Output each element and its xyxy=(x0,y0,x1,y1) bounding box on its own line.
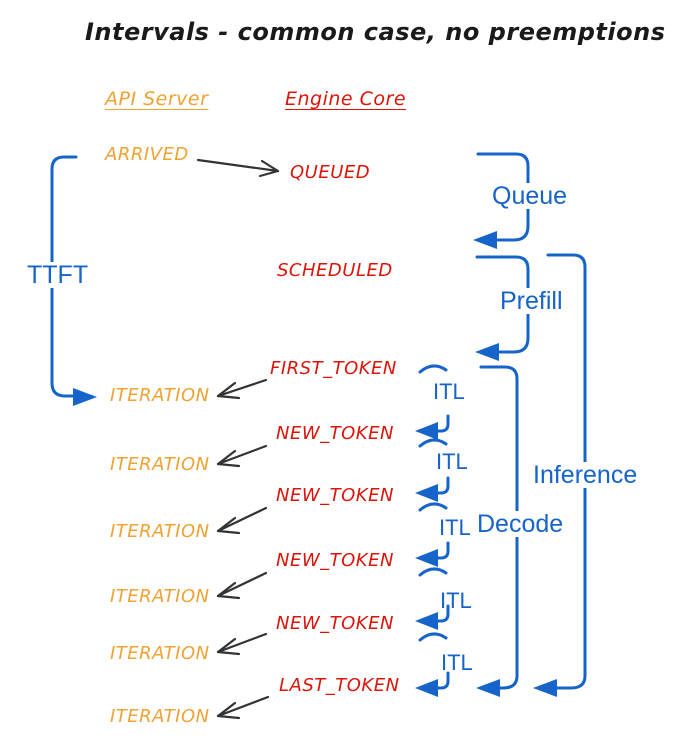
arrow-last-token-to-iteration xyxy=(216,695,270,720)
interval-label-ttft: TTFT xyxy=(24,262,92,288)
event-queued: QUEUED xyxy=(290,162,371,183)
itl-connector-1 xyxy=(415,364,450,440)
event-scheduled: SCHEDULED xyxy=(277,260,393,281)
interval-label-itl-1: ITL xyxy=(433,379,465,404)
interval-label-itl-4: ITL xyxy=(440,588,472,613)
event-new-token-2: NEW_TOKEN xyxy=(276,485,394,506)
interval-label-itl-2: ITL xyxy=(436,449,468,474)
arrow-new-token3-to-iteration xyxy=(216,571,268,600)
arrow-new-token1-to-iteration xyxy=(216,444,268,468)
interval-label-itl-3: ITL xyxy=(439,515,471,540)
interval-label-prefill: Prefill xyxy=(497,288,566,314)
event-new-token-4: NEW_TOKEN xyxy=(276,613,394,634)
arrow-new-token2-to-iteration xyxy=(216,506,268,535)
column-header-engine-core: Engine Core xyxy=(285,88,407,110)
event-iteration-1: ITERATION xyxy=(110,385,210,406)
itl-connector-2 xyxy=(415,438,450,502)
event-new-token-3: NEW_TOKEN xyxy=(276,550,394,571)
interval-label-itl-5: ITL xyxy=(441,650,473,675)
arrow-arrived-to-queued xyxy=(196,158,280,178)
event-new-token-1: NEW_TOKEN xyxy=(276,423,394,444)
event-first-token: FIRST_TOKEN xyxy=(270,358,397,379)
event-arrived: ARRIVED xyxy=(105,144,189,165)
event-iteration-5: ITERATION xyxy=(110,643,210,664)
itl-connector-4 xyxy=(415,567,450,630)
event-iteration-3: ITERATION xyxy=(110,521,210,542)
diagram-title: Intervals - common case, no preemptions xyxy=(85,18,666,46)
interval-label-inference: Inference xyxy=(530,462,641,488)
interval-label-decode: Decode xyxy=(474,511,567,537)
arrow-new-token4-to-iteration xyxy=(216,632,268,656)
itl-connector-3 xyxy=(415,502,450,567)
column-header-api-server: API Server xyxy=(105,88,209,110)
itl-connector-5 xyxy=(415,632,450,697)
event-iteration-6: ITERATION xyxy=(110,706,210,727)
event-iteration-4: ITERATION xyxy=(110,586,210,607)
event-iteration-2: ITERATION xyxy=(110,454,210,475)
arrow-first-token-to-iteration xyxy=(216,378,268,400)
interval-label-queue: Queue xyxy=(489,183,571,209)
event-last-token: LAST_TOKEN xyxy=(279,675,400,696)
